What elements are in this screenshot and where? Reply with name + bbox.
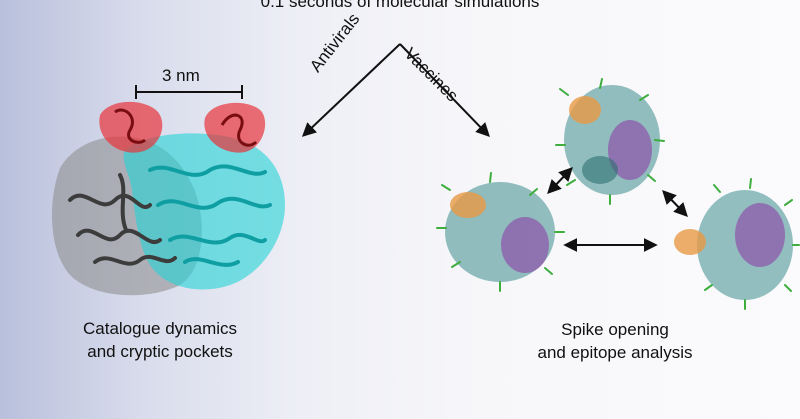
spike-structure-left xyxy=(436,172,565,292)
scale-bar xyxy=(135,85,243,99)
scale-bar-label: 3 nm xyxy=(162,66,200,85)
spike-structure-top xyxy=(555,78,665,205)
grey-ribbons xyxy=(68,173,177,266)
left-caption: Catalogue dynamics and cryptic pockets xyxy=(60,317,260,363)
transition-arrow-left-top xyxy=(547,166,573,195)
cyan-ribbons xyxy=(148,164,272,267)
right-caption-line-2: and epitope analysis xyxy=(537,343,693,362)
spike-structure-right xyxy=(674,178,800,310)
protease-structure xyxy=(51,101,285,296)
vaccines-arrow xyxy=(399,43,490,138)
pocket-right-surface xyxy=(204,102,266,153)
left-caption-line-1: Catalogue dynamics xyxy=(82,319,238,338)
right-caption: Spike opening and epitope analysis xyxy=(520,318,710,364)
figure-title: 0.1 seconds of molecular simulations xyxy=(260,0,540,11)
pocket-right-loop xyxy=(220,113,258,147)
left-caption-line-2: and cryptic pockets xyxy=(87,342,233,361)
antivirals-arrow xyxy=(301,43,401,137)
pocket-left-loop xyxy=(114,108,146,144)
right-caption-line-1: Spike opening xyxy=(561,320,669,339)
transition-arrow-top-right xyxy=(662,189,688,218)
